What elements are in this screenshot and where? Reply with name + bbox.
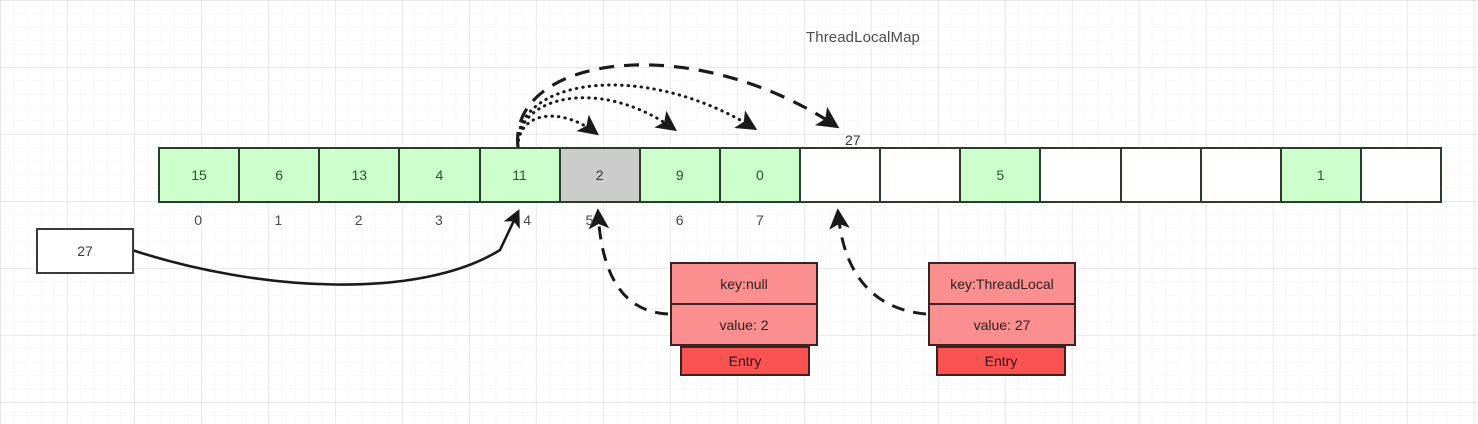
- entry-key-cell: key:ThreadLocal: [928, 262, 1076, 304]
- entry-node-threadlocal: key:ThreadLocal value: 27 Entry: [928, 262, 1076, 376]
- hash-annotation-label: 27: [845, 132, 861, 148]
- table-slot-6: 9: [640, 149, 721, 201]
- probe-arc-4-to-7: [516, 83, 758, 149]
- table-slot-1: 6: [240, 149, 321, 201]
- table-slot-8: [801, 149, 882, 201]
- index-label-3: 3: [434, 212, 443, 228]
- index-label-6: 6: [675, 212, 684, 228]
- table-slot-10: 5: [961, 149, 1042, 201]
- entry-threadlocal-to-index8-edge: [829, 208, 927, 316]
- entry-value-cell: value: 2: [670, 304, 818, 346]
- index-label-5: 5: [585, 212, 594, 228]
- table-slot-5: 2: [560, 149, 641, 201]
- table-slot-11: [1041, 149, 1122, 201]
- entry-value-cell: value: 27: [928, 304, 1076, 346]
- index-label-4: 4: [523, 212, 532, 228]
- table-slot-4: 11: [480, 149, 561, 201]
- probe-arc-4-to-5: [516, 114, 600, 149]
- diagram-title: ThreadLocalMap: [806, 29, 920, 46]
- source-value-text: 27: [77, 243, 93, 259]
- entry-type-label: Entry: [680, 346, 810, 376]
- index-label-7: 7: [755, 212, 764, 228]
- entry-key-cell: key:null: [670, 262, 818, 304]
- entry-node-null: key:null value: 2 Entry: [670, 262, 818, 376]
- table-slot-3: 4: [400, 149, 481, 201]
- table-slot-9: [881, 149, 962, 201]
- table-slot-7: 0: [720, 149, 801, 201]
- table-slot-2: 13: [320, 149, 401, 201]
- entry-type-label: Entry: [936, 346, 1066, 376]
- table-slot-13: [1201, 149, 1282, 201]
- table-slot-12: [1121, 149, 1202, 201]
- table-slot-14: 1: [1281, 149, 1362, 201]
- index-label-0: 0: [194, 212, 203, 228]
- source-value-box: 27: [36, 228, 134, 274]
- probe-arc-4-to-8: [516, 63, 840, 148]
- index-label-1: 1: [274, 212, 283, 228]
- table-slot-0: 15: [160, 149, 241, 201]
- probe-arc-4-to-6: [516, 96, 678, 149]
- index-label-2: 2: [354, 212, 363, 228]
- table-slot-15: [1361, 149, 1440, 201]
